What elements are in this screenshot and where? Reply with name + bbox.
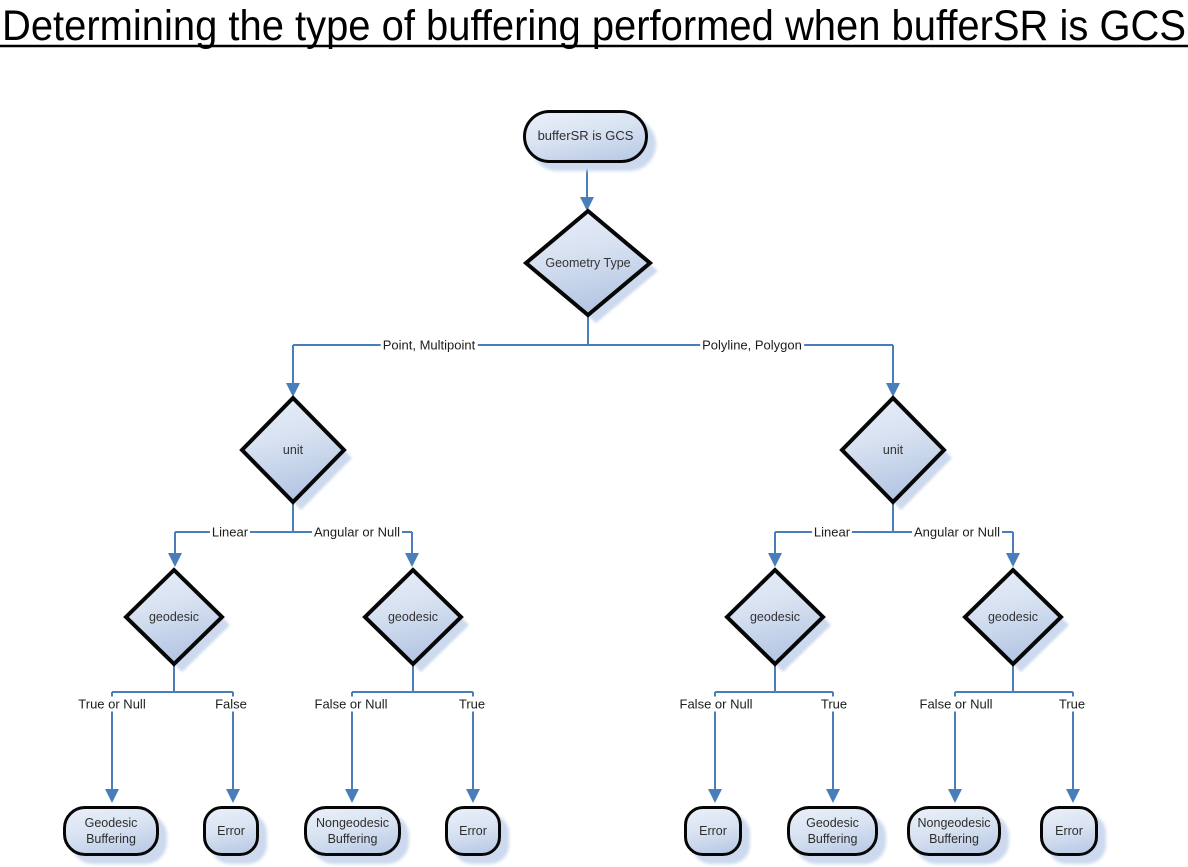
edge-label-right-linear: Linear: [811, 524, 853, 540]
edge-label-true-right-linear: True: [818, 696, 850, 712]
decision-label-unit-left: unit: [282, 443, 304, 457]
edge-label-left-linear: Linear: [209, 524, 251, 540]
decision-label-unit-right: unit: [882, 443, 904, 457]
start-node: bufferSR is GCS: [523, 110, 648, 163]
decision-label-geometry-type: Geometry Type: [545, 256, 631, 270]
decision-diamond-geodesic-right-linear: [724, 567, 826, 667]
decision-label-geodesic-right-linear: geodesic: [749, 610, 801, 624]
edge-label-polyline-polygon: Polyline, Polygon: [700, 337, 804, 353]
terminal-nongeodesic-buffering-2: Nongeodesic Buffering: [907, 806, 1001, 856]
terminal-error-4: Error: [1040, 806, 1098, 856]
edge-label-false-or-null-right-linear: False or Null: [677, 696, 755, 712]
edge-label-false-or-null-left: False or Null: [312, 696, 390, 712]
decision-label-geodesic-left-angular: geodesic: [387, 610, 439, 624]
terminal-geodesic-buffering-2: Geodesic Buffering: [787, 806, 878, 856]
decision-label-geodesic-right-angular: geodesic: [987, 610, 1039, 624]
terminal-error-2: Error: [445, 806, 501, 856]
arrowheads: [105, 197, 1080, 803]
terminal-geodesic-buffering-1: Geodesic Buffering: [63, 806, 159, 856]
decision-label-geodesic-left-linear: geodesic: [148, 610, 200, 624]
connector-lines: [111, 164, 1074, 791]
title-block: Determining the type of buffering perfor…: [0, 2, 1188, 50]
terminal-error-1: Error: [203, 806, 259, 856]
edge-label-true-or-null: True or Null: [76, 696, 148, 712]
decision-diamond-unit-right: [839, 395, 947, 505]
decision-diamond-geodesic-left-angular: [362, 567, 464, 667]
terminal-error-3: Error: [684, 806, 742, 856]
edge-label-left-angular: Angular or Null: [312, 524, 402, 540]
decision-diamond-geodesic-right-angular: [962, 567, 1064, 667]
edge-label-true-right-angular: True: [1056, 696, 1088, 712]
terminal-nongeodesic-buffering-1: Nongeodesic Buffering: [304, 806, 401, 856]
edge-label-false-or-null-right-angular: False or Null: [917, 696, 995, 712]
edge-label-point-multipoint: Point, Multipoint: [380, 337, 478, 353]
decision-diamond-unit-left: [239, 395, 347, 505]
decision-diamond-geometry-type: [522, 208, 654, 318]
edge-label-false: False: [213, 696, 249, 712]
edge-label-right-angular: Angular or Null: [912, 524, 1002, 540]
edge-label-true-left: True: [456, 696, 488, 712]
page-title: Determining the type of buffering perfor…: [2, 2, 1186, 50]
decision-diamond-geodesic-left-linear: [123, 567, 225, 667]
